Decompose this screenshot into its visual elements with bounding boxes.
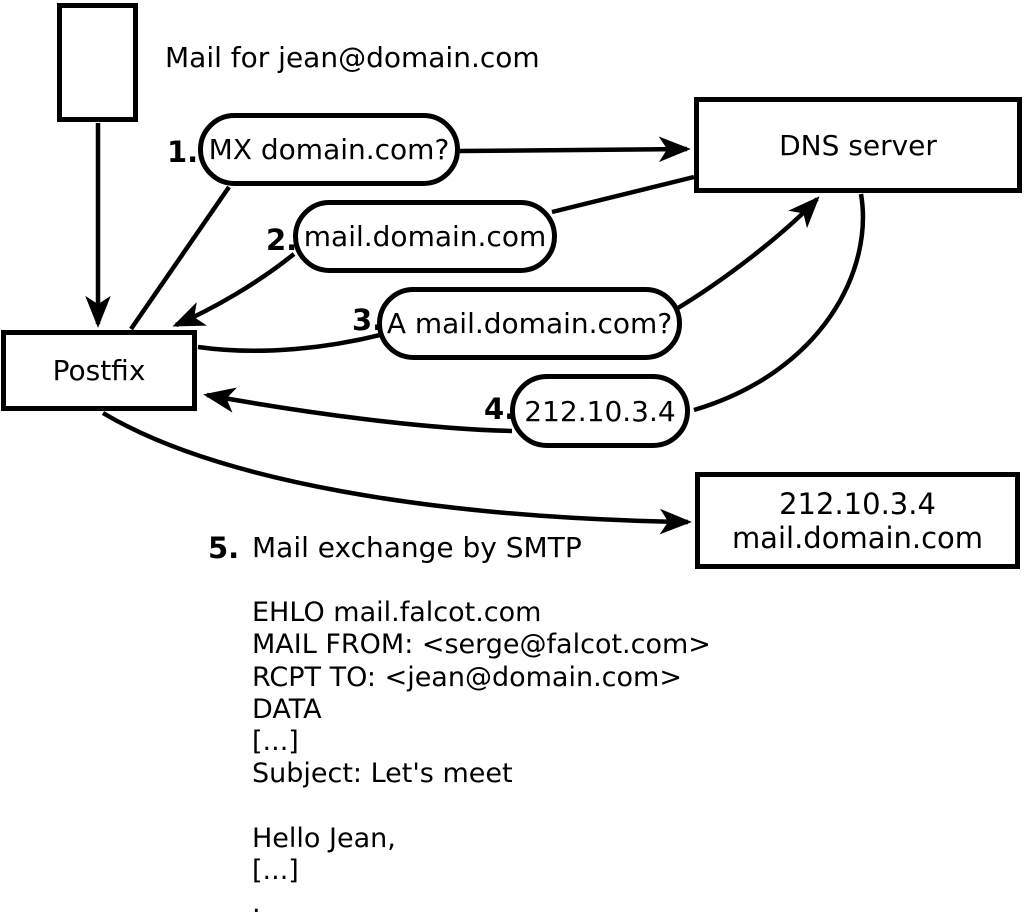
arrow-postfix-to-mailserver [101,411,692,535]
mail-message-node [57,3,138,122]
step-1-number: 1. [167,135,199,169]
line-dns-to-reply4 [693,193,866,413]
smtp-line-data: DATA [252,693,322,725]
smtp-line-greeting: Hello Jean, [252,823,396,855]
smtp-line-ellipsis2: [...] [252,855,299,887]
mail-server-hostname: mail.domain.com [731,520,984,555]
postfix-node-label: Postfix [52,354,146,387]
smtp-line-ellipsis1: [...] [252,726,299,758]
smtp-line-ehlo: EHLO mail.falcot.com [252,597,542,628]
step-2-number: 2. [266,223,298,257]
dns-server-label: DNS server [779,128,937,162]
reply-pill-mailhost-label: mail.domain.com [303,220,547,253]
arrow-query1-to-dns [459,136,691,163]
arrow-query3-to-dns [671,196,820,313]
smtp-line-subject: Subject: Let's meet [252,758,513,790]
query-pill-a-record: A mail.domain.com? [377,287,682,360]
mail-server-node: 212.10.3.4 mail.domain.com [695,472,1020,569]
query-pill-mx: MX domain.com? [198,113,460,186]
arrow-reply2-to-postfix [172,252,296,328]
smtp-session-transcript: EHLO mail.falcot.com MAIL FROM: <serge@f… [252,597,711,920]
smtp-line-blank [252,791,711,823]
query-pill-mx-label: MX domain.com? [208,133,450,166]
step-5-caption: Mail exchange by SMTP [252,531,582,564]
arrow-reply4-to-postfix [203,387,513,434]
postfix-node: Postfix [1,330,197,411]
smtp-line-rcpt-to: RCPT TO: <jean@domain.com> [252,661,682,693]
line-dns-to-reply2 [551,174,695,215]
line-postfix-to-query1 [129,185,231,331]
mail-server-ip: 212.10.3.4 [779,486,936,521]
query-pill-a-record-label: A mail.domain.com? [386,307,673,340]
reply-pill-ip-label: 212.10.3.4 [524,394,676,428]
reply-pill-ip: 212.10.3.4 [510,374,690,448]
dns-server-node: DNS server [694,97,1022,193]
smtp-line-mail-from: MAIL FROM: <serge@falcot.com> [252,629,711,661]
line-postfix-to-query3 [197,330,389,354]
step-5-number: 5. [208,531,240,565]
reply-pill-mailhost: mail.domain.com [293,200,557,273]
smtp-line-terminator: . [252,887,261,919]
mail-note: Mail for jean@domain.com [165,41,540,74]
